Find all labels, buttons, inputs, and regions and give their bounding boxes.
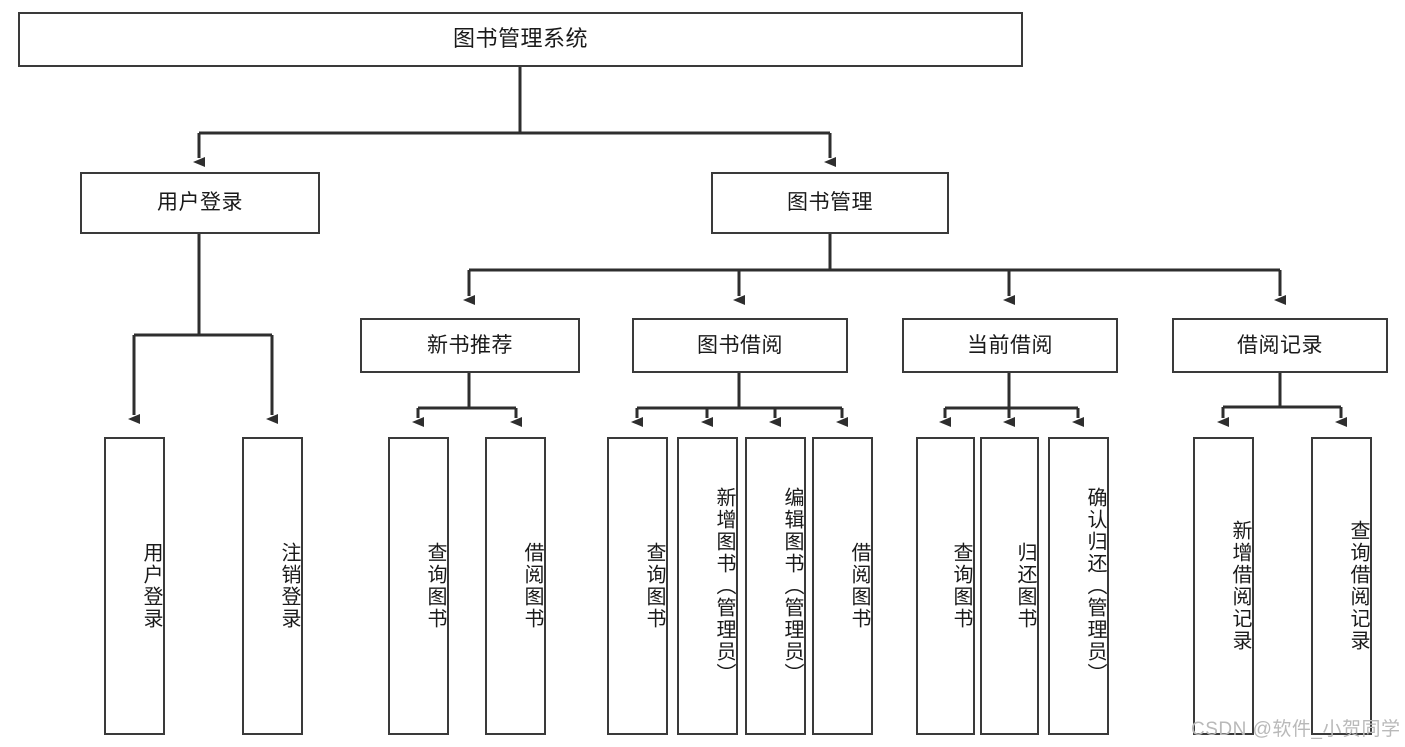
node-label: 用户登录 [140, 542, 162, 630]
node-label: 确认归还（管理员） [1084, 487, 1106, 685]
node-root-system[interactable]: 图书管理系统 [18, 12, 1023, 67]
node-label: 新书推荐 [427, 333, 513, 357]
node-label: 借阅图书 [521, 542, 543, 630]
leaf-return-books[interactable]: 归还图书 [980, 437, 1039, 735]
leaf-query-books-current[interactable]: 查询图书 [916, 437, 975, 735]
node-label: 新增借阅记录 [1229, 520, 1251, 652]
leaf-logout[interactable]: 注销登录 [242, 437, 303, 735]
node-label: 查询图书 [950, 542, 972, 630]
node-label: 归还图书 [1014, 542, 1036, 630]
node-book-borrow[interactable]: 图书借阅 [632, 318, 848, 373]
leaf-add-borrow-record[interactable]: 新增借阅记录 [1193, 437, 1254, 735]
node-label: 查询图书 [424, 542, 446, 630]
watermark-text: CSDN @软件_小贺同学 [1191, 719, 1401, 740]
node-label: 图书借阅 [697, 333, 783, 357]
node-label: 图书管理系统 [452, 26, 588, 52]
leaf-confirm-return-admin[interactable]: 确认归还（管理员） [1048, 437, 1109, 735]
node-current-borrow[interactable]: 当前借阅 [902, 318, 1118, 373]
node-label: 借阅图书 [848, 542, 870, 630]
leaf-edit-book-admin[interactable]: 编辑图书（管理员） [745, 437, 806, 735]
node-label: 编辑图书（管理员） [781, 487, 803, 685]
node-label: 借阅记录 [1237, 333, 1323, 357]
node-label: 注销登录 [278, 542, 300, 630]
node-label: 图书管理 [787, 191, 873, 215]
node-borrow-records[interactable]: 借阅记录 [1172, 318, 1388, 373]
leaf-borrow-books[interactable]: 借阅图书 [812, 437, 873, 735]
node-new-book-recommend[interactable]: 新书推荐 [360, 318, 580, 373]
node-label: 当前借阅 [967, 333, 1053, 357]
node-label: 新增图书（管理员） [713, 487, 735, 685]
leaf-user-login[interactable]: 用户登录 [104, 437, 165, 735]
node-book-management[interactable]: 图书管理 [711, 172, 949, 234]
node-label: 查询图书 [643, 542, 665, 630]
node-label: 用户登录 [157, 191, 243, 215]
leaf-add-book-admin[interactable]: 新增图书（管理员） [677, 437, 738, 735]
leaf-query-borrow-record[interactable]: 查询借阅记录 [1311, 437, 1372, 735]
node-label: 查询借阅记录 [1347, 520, 1369, 652]
leaf-query-books-recommend[interactable]: 查询图书 [388, 437, 449, 735]
node-user-login[interactable]: 用户登录 [80, 172, 320, 234]
leaf-query-books-borrow[interactable]: 查询图书 [607, 437, 668, 735]
leaf-borrow-books-recommend[interactable]: 借阅图书 [485, 437, 546, 735]
